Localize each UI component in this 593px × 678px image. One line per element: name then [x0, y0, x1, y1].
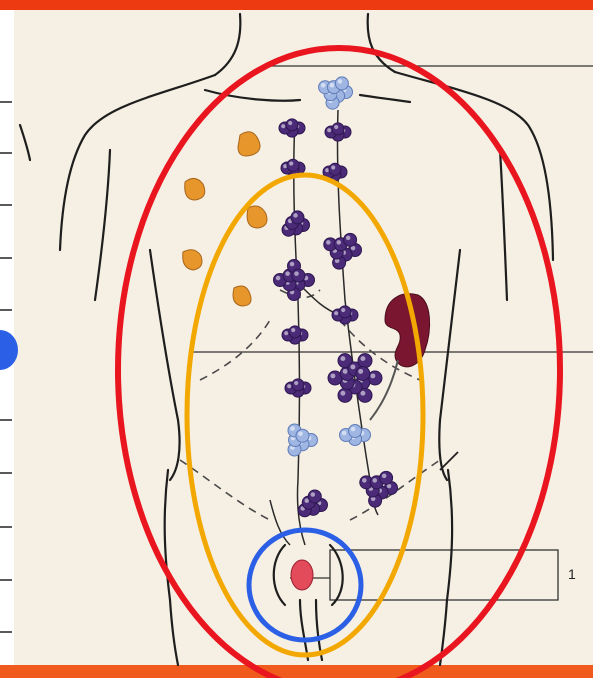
- lymph-node: [287, 159, 299, 171]
- lymph-node-highlight: [360, 356, 365, 361]
- lymph-node-highlight: [311, 492, 316, 497]
- lymph-node-highlight: [343, 369, 348, 374]
- lymph-node-highlight: [293, 213, 298, 218]
- lymph-node-highlight: [358, 369, 363, 374]
- lymph-node: [338, 388, 352, 402]
- lymph-node-highlight: [350, 364, 355, 369]
- lymph-node: [356, 367, 370, 381]
- lymph-node-highlight: [336, 240, 341, 245]
- lymph-node: [289, 326, 301, 338]
- bottom-bar: [0, 665, 593, 678]
- lymph-node: [291, 211, 304, 224]
- lymph-node-highlight: [351, 427, 356, 432]
- lymph-node: [339, 306, 351, 318]
- lymph-node: [292, 379, 304, 391]
- lymph-node-highlight: [288, 121, 292, 125]
- lymph-node: [335, 77, 348, 90]
- lymph-node: [332, 123, 344, 135]
- lymph-node-highlight: [327, 128, 331, 132]
- lymph-node-highlight: [362, 478, 367, 483]
- lymph-node-highlight: [326, 240, 331, 245]
- lymph-node-highlight: [330, 83, 335, 88]
- lymph-node-highlight: [338, 79, 343, 84]
- lymph-node: [296, 429, 309, 442]
- lymph-node-highlight: [382, 474, 387, 479]
- lymph-node-highlight: [372, 478, 377, 483]
- lymph-node-highlight: [370, 373, 375, 378]
- lymph-node-highlight: [346, 236, 351, 241]
- label-fragment-right: 1: [568, 566, 576, 582]
- lymph-node-highlight: [298, 431, 303, 436]
- lymph-node-highlight: [294, 381, 298, 385]
- lymph-node-highlight: [340, 356, 345, 361]
- lymph-node-highlight: [334, 311, 338, 315]
- lymph-node-highlight: [289, 161, 293, 165]
- lymph-node: [349, 424, 362, 437]
- lymph-node-highlight: [342, 431, 347, 436]
- lymph-node-highlight: [290, 262, 295, 267]
- lymph-node-highlight: [284, 331, 288, 335]
- lymph-node: [380, 471, 393, 484]
- lymph-node: [344, 233, 357, 246]
- lymph-node-highlight: [321, 83, 326, 88]
- lymph-node-highlight: [360, 391, 365, 396]
- lymph-node-highlight: [294, 271, 299, 276]
- lymph-node: [286, 119, 298, 131]
- testis: [291, 560, 313, 590]
- lymph-node-highlight: [287, 384, 291, 388]
- lymph-node: [358, 354, 372, 368]
- lymph-node-highlight: [281, 124, 285, 128]
- lymph-node-highlight: [334, 125, 338, 129]
- lymph-node-highlight: [276, 276, 281, 281]
- lymph-node-highlight: [290, 426, 295, 431]
- lymph-node-highlight: [341, 308, 345, 312]
- lymph-node-highlight: [285, 271, 290, 276]
- lymph-node-highlight: [330, 373, 335, 378]
- lymph-node: [292, 269, 305, 282]
- lymph-node-highlight: [331, 165, 335, 169]
- lymph-node: [308, 490, 321, 503]
- lymph-node: [329, 163, 341, 175]
- lymph-node-highlight: [340, 391, 345, 396]
- top-bar: [0, 0, 593, 10]
- lymph-node-highlight: [291, 328, 295, 332]
